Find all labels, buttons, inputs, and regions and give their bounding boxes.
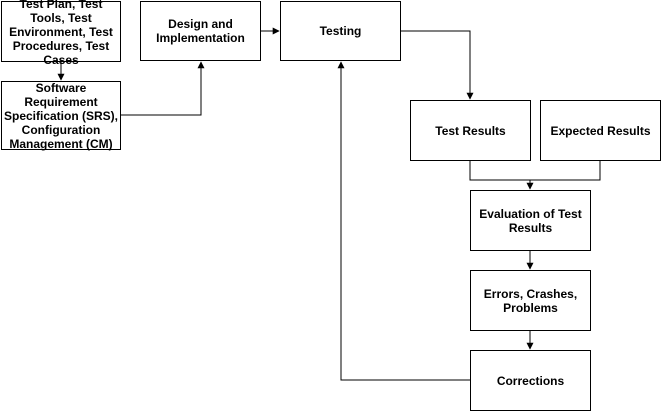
node-testing-label: Testing [319,24,362,38]
node-testing: Testing [280,1,401,61]
connector-corrections-to-testing [337,61,470,381]
node-test-plan: Test Plan, Test Tools, Test Environment,… [1,0,121,67]
node-design-label: Design and Implementation [156,17,245,45]
node-expected-results: Expected Results [540,100,661,161]
node-design-implementation: Design and Implementation [140,1,261,61]
connector-testing-to-test-results [401,30,474,100]
node-evaluation: Evaluation of Test Results [470,190,591,251]
node-errors-label: Errors, Crashes, Problems [483,286,578,315]
node-corrections-label: Corrections [496,373,565,388]
connector-srs-to-design [121,61,205,116]
node-srs: Software Requirement Specification (SRS)… [1,80,121,151]
node-expected-results-label: Expected Results [550,123,651,138]
node-test-results-label: Test Results [435,123,506,138]
connector-test-results-to-evaluation [469,161,534,190]
node-test-results: Test Results [410,100,531,161]
node-evaluation-label: Evaluation of Test Results [479,206,582,235]
node-corrections: Corrections [470,350,591,411]
node-srs-label: Software Requirement Specification (SRS)… [3,80,119,151]
connector-expected-results-to-evaluation [530,161,601,181]
node-errors: Errors, Crashes, Problems [470,270,591,331]
node-test-plan-label: Test Plan, Test Tools, Test Environment,… [9,0,113,67]
